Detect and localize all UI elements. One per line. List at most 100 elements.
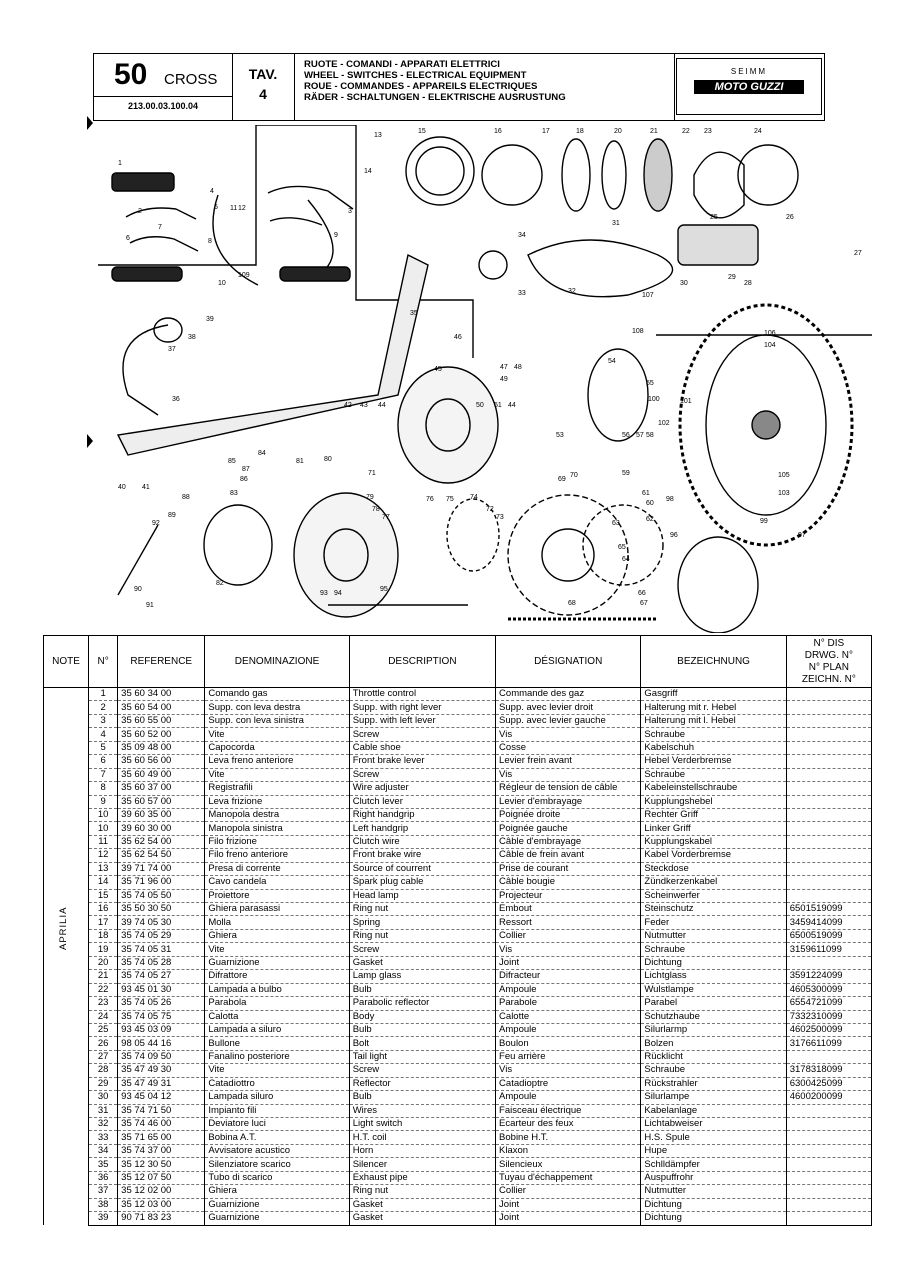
svg-text:29: 29 [728,274,736,281]
cell-bezeichnung: Rücklicht [640,1050,787,1065]
cell-number: 34 [88,1144,119,1159]
cell-denominazione: Lampada a siluro [204,1023,350,1038]
cell-description: Wire adjuster [348,781,497,796]
cell-reference: 35 60 49 00 [117,768,206,783]
cell-description: Screw [348,768,497,783]
svg-text:17: 17 [542,128,550,135]
cell-designation: Câble d'embrayage [495,835,642,850]
cell-drawing-number: 3178318099 [785,1063,873,1078]
parts-table: NOTE N° REFERENCE DENOMINAZIONE DESCRIPT… [42,635,873,1226]
cell-reference: 35 60 56 00 [117,754,206,769]
cell-denominazione: Supp. con leva destra [204,700,350,715]
svg-text:41: 41 [142,484,150,491]
svg-text:56: 56 [622,432,630,439]
cell-designation: Vis [495,768,642,783]
cell-denominazione: Vite [204,942,350,957]
svg-text:26: 26 [786,214,794,221]
cell-description: Spring [348,915,497,930]
cell-drawing-number [785,835,873,850]
model-box: 50 CROSS 213.00.03.100.04 [94,54,233,120]
svg-text:83: 83 [230,490,238,497]
cell-bezeichnung: Schraube [640,942,787,957]
svg-text:23: 23 [704,128,712,135]
cell-description: Supp. with left lever [348,714,497,729]
cell-reference: 35 12 03 00 [117,1198,206,1213]
svg-text:50: 50 [476,402,484,409]
cell-number: 14 [88,875,119,890]
cell-bezeichnung: Steckdose [640,862,787,877]
cell-drawing-number [785,808,873,823]
cell-description: Bolt [348,1036,497,1051]
svg-text:24: 24 [754,128,762,135]
svg-text:80: 80 [324,456,332,463]
cell-reference: 93 45 01 30 [117,983,206,998]
svg-text:72: 72 [486,506,494,513]
svg-text:88: 88 [182,494,190,501]
cell-drawing-number [785,1104,873,1119]
cell-denominazione: Tubo di scarico [204,1171,350,1186]
svg-text:79: 79 [366,494,374,501]
svg-text:102: 102 [658,420,670,427]
svg-text:103: 103 [778,490,790,497]
svg-text:82: 82 [216,580,224,587]
cell-designation: Tuyau d'échappement [495,1171,642,1186]
cell-designation: Levier d'embrayage [495,795,642,809]
cell-number: 1 [88,687,119,702]
cell-bezeichnung: Nutmutter [640,1184,787,1199]
svg-text:43: 43 [360,402,368,409]
title-italian: RUOTE - COMANDI - APPARATI ELETTRICI [304,59,500,70]
cell-bezeichnung: Kabeleinstellschraube [640,781,787,796]
cell-designation: Supp. avec levier droit [495,700,642,715]
cell-designation: Régleur de tension de câble [495,781,642,796]
svg-text:107: 107 [642,292,654,299]
cell-reference: 35 74 05 27 [117,969,206,984]
cell-designation: Ampoule [495,1090,642,1105]
cell-number: 30 [88,1090,119,1105]
svg-text:4: 4 [210,188,214,195]
cell-denominazione: Silenziatore scarico [204,1157,350,1172]
cell-bezeichnung: Nutmutter [640,929,787,944]
cell-reference: 35 74 05 26 [117,996,206,1011]
svg-text:35: 35 [410,310,418,317]
cell-description: Gasket [348,1211,497,1226]
cell-drawing-number: 6300425099 [785,1077,873,1092]
cell-drawing-number [785,889,873,904]
cell-reference: 39 74 05 30 [117,915,206,930]
cell-description: Bulb [348,1023,497,1038]
page-header: 50 CROSS 213.00.03.100.04 TAV. 4 RUOTE -… [93,53,825,121]
title-english: WHEEL - SWITCHES - ELECTRICAL EQUIPMENT [304,70,527,81]
svg-text:46: 46 [454,334,462,341]
cell-denominazione: Molla [204,915,350,930]
svg-text:92: 92 [152,520,160,527]
cell-denominazione: Bullone [204,1036,350,1051]
logo-top-text: SEIMM [730,67,768,76]
cell-designation: Collier [495,1184,642,1199]
cell-bezeichnung: Halterung mit r. Hebel [640,700,787,715]
cell-bezeichnung: Steinschutz [640,902,787,917]
cell-denominazione: Presa di corrente [204,862,350,877]
svg-text:74: 74 [470,494,478,501]
cell-designation: Parabole [495,996,642,1011]
margin-arrow-icon [87,434,93,448]
dis-line: DRWG. N° [804,649,853,661]
svg-text:22: 22 [682,128,690,135]
cell-description: Lamp glass [348,969,497,984]
cell-designation: Supp. avec levier gauche [495,714,642,729]
cell-description: Spark plug cable [348,875,497,890]
svg-text:109: 109 [238,272,250,279]
cell-drawing-number [785,1130,873,1145]
cell-number: 3 [88,714,119,729]
cell-drawing-number: 6501519099 [785,902,873,917]
svg-text:2: 2 [138,208,142,215]
